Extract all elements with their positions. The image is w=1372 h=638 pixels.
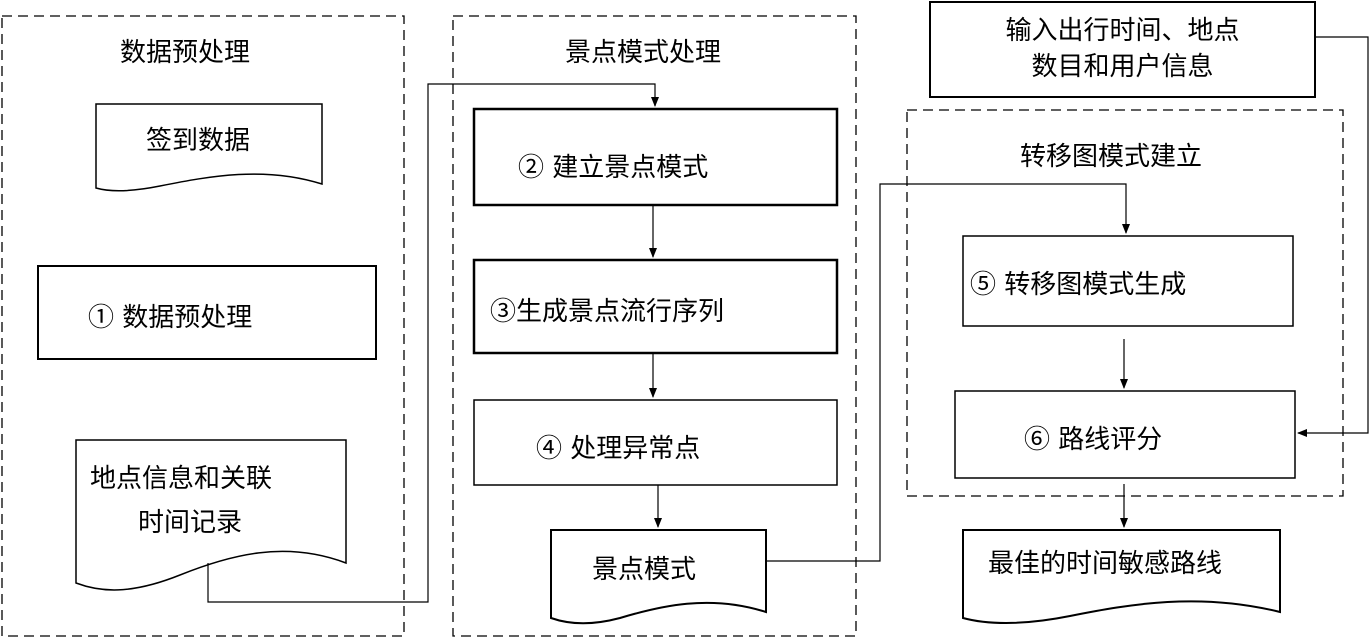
checkin-data-label: 签到数据: [145, 126, 250, 156]
step5-box: [962, 235, 1294, 327]
step1-box: [37, 265, 377, 360]
group-preprocess-title: 数据预处理: [119, 38, 250, 68]
checkin-data-shape: [95, 103, 323, 192]
step2-box: [472, 107, 839, 207]
location-info-shape: [75, 439, 347, 591]
pattern-output-label: 景点模式: [592, 555, 697, 585]
location-info-label-line1: 地点信息和关联: [90, 464, 273, 494]
user-input-label-line2: 数目和用户信息: [1031, 52, 1214, 82]
connector-pattern-to-step5: [766, 183, 1130, 562]
location-info-label-line2: 时间记录: [138, 508, 243, 538]
group-transfer-title: 转移图模式建立: [1019, 142, 1202, 172]
step1-label: ① 数据预处理: [88, 303, 253, 333]
group-transfer-frame: [906, 109, 1344, 497]
pattern-output-shape: [550, 529, 767, 625]
group-preprocess-frame: [1, 15, 405, 637]
result-shape: [962, 529, 1281, 624]
user-input-box: [929, 1, 1316, 98]
step5-label: ⑤ 转移图模式生成: [970, 270, 1187, 300]
step3-label: ③生成景点流行序列: [490, 297, 725, 327]
user-input-label-line1: 输入出行时间、地点: [1005, 16, 1240, 46]
group-pattern-title: 景点模式处理: [564, 38, 721, 68]
result-label: 最佳的时间敏感路线: [988, 549, 1223, 579]
step4-label: ④ 处理异常点: [536, 434, 701, 464]
group-pattern-frame: [452, 15, 857, 637]
step3-box: [472, 258, 839, 355]
connector-user-input-to-step6: [1297, 36, 1369, 437]
connector-location-to-step2: [207, 83, 659, 603]
step6-box: [954, 390, 1296, 479]
step6-label: ⑥ 路线评分: [1024, 425, 1163, 455]
step2-label: ② 建立景点模式: [518, 153, 709, 183]
step4-box: [473, 399, 838, 486]
